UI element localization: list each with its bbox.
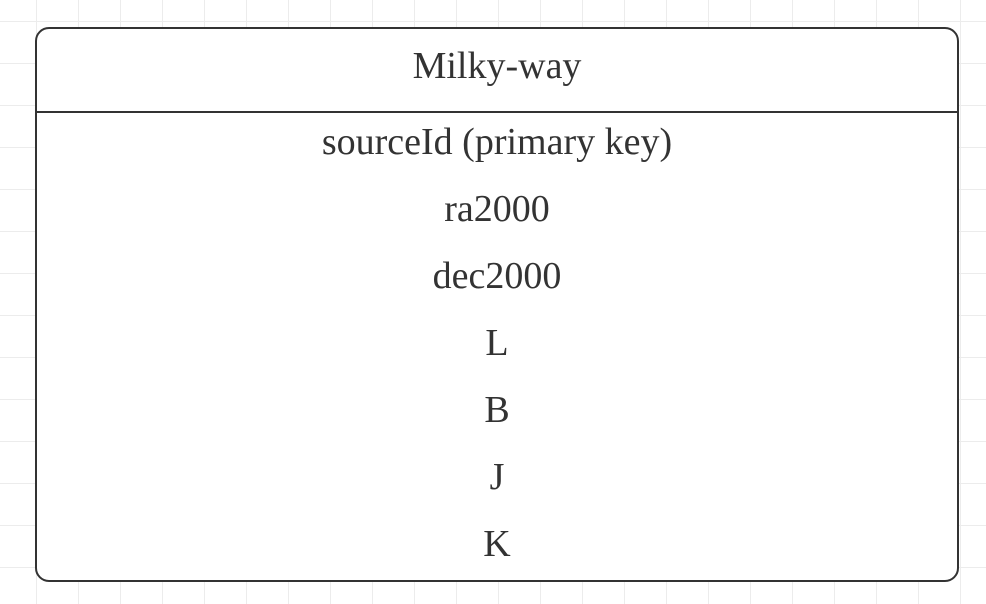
field-l: L bbox=[485, 322, 509, 364]
field-source-id: sourceId (primary key) bbox=[321, 121, 673, 163]
entity-header: Milky-way bbox=[37, 29, 957, 113]
field-j: J bbox=[489, 456, 505, 498]
field-dec2000: dec2000 bbox=[432, 255, 562, 297]
field-k: K bbox=[483, 523, 511, 565]
field-b: B bbox=[484, 389, 510, 431]
field-list: sourceId (primary key) ra2000 dec2000 L … bbox=[37, 113, 957, 580]
entity-title: Milky-way bbox=[412, 45, 582, 87]
entity-table-milky-way[interactable]: Milky-way sourceId (primary key) ra2000 … bbox=[35, 27, 959, 582]
field-ra2000: ra2000 bbox=[444, 188, 550, 230]
